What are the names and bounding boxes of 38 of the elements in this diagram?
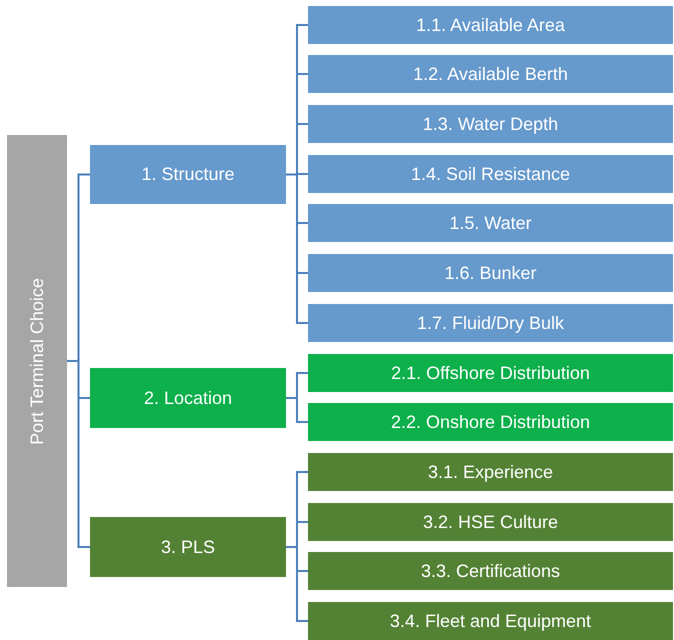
category-box (308, 155, 673, 193)
node-label: 1.1. Available Area (416, 14, 565, 36)
connector-line (286, 546, 308, 622)
category-box (90, 517, 286, 577)
node-label: 2. Location (144, 386, 232, 410)
node-label: 1.4. Soil Resistance (410, 162, 570, 186)
node-label: 3.4. Fleet and Equipment (390, 610, 592, 633)
node-label: 1.7. Fluid/Dry Bulk (416, 312, 564, 335)
category-box (308, 503, 673, 541)
category-box (90, 368, 286, 428)
category-box (308, 354, 673, 392)
node-label: 2.2. Onshore Distribution (390, 410, 590, 434)
category-box (308, 403, 673, 441)
category-box (308, 254, 673, 292)
category-box (308, 6, 673, 44)
category-box (308, 204, 673, 242)
node-label: 1.5. Water (449, 212, 532, 234)
root-box (7, 135, 67, 587)
category-box (308, 453, 673, 491)
node-label: 3.3. Certifications (420, 560, 560, 582)
node-label: 1.2. Available Berth (413, 62, 568, 86)
connector-line (286, 397, 308, 423)
category-box (308, 304, 673, 342)
node-label: 1.3. Water Depth (422, 112, 558, 136)
category-box (308, 552, 673, 590)
node-label: 3.1. Experience (428, 460, 554, 484)
category-box (308, 602, 673, 640)
connector-line (67, 360, 90, 548)
category-box (308, 55, 673, 93)
node-label: Port Terminal Choice (26, 278, 48, 444)
category-box (90, 145, 286, 204)
node-label: 2.1. Offshore Distribution (391, 362, 590, 384)
node-label: 3.2. HSE Culture (422, 510, 558, 534)
category-box (308, 105, 673, 143)
node-label: 3. PLS (160, 536, 216, 558)
node-label: 1. Structure (141, 163, 235, 186)
connector-line (286, 174, 308, 324)
node-label: 1.6. Bunker (444, 262, 537, 284)
